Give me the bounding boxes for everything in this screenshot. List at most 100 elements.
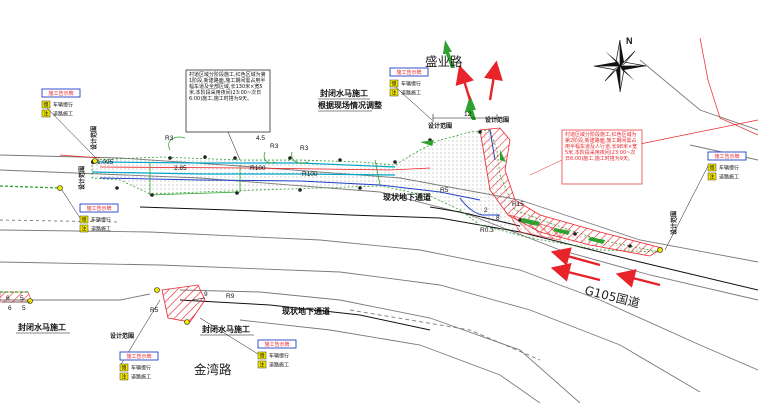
phase2-note-text: 村道区域分阶段施工,红色区域为第2阶段,新建路面,施工期间需占用半幅车道及人行道… xyxy=(565,132,638,162)
phase2-note: 村道区域分阶段施工,红色区域为第2阶段,新建路面,施工期间需占用半幅车道及人行道… xyxy=(529,129,643,185)
dim-label: 12 xyxy=(464,111,472,118)
construction-signboard: 施工告示牌慢车辆慢行注道路施工 xyxy=(61,189,119,233)
signboard-row-icon xyxy=(79,215,89,224)
signboards: 施工告示牌慢车辆慢行注道路施工施工告示牌慢车辆慢行注道路施工施工告示牌慢车辆慢行… xyxy=(41,67,747,381)
dim-label: 9 xyxy=(204,291,208,298)
signboard-row-text: 车辆慢行 xyxy=(719,165,739,172)
range-label: 设计范围 xyxy=(428,122,452,130)
signboard-leader xyxy=(41,102,97,159)
dim-label: 1.095 xyxy=(97,159,114,166)
label-barrier-1: 封闭水马施工 xyxy=(320,88,368,98)
label-barrier-2: 封闭水马施工 xyxy=(18,322,66,332)
phase1-note-text: 村道区域分阶段施工,红色区域为第1阶段,新建路面,施工期间需占用半幅车道及全部区… xyxy=(189,72,266,102)
signboard-title: 施工告示牌 xyxy=(264,341,289,348)
signboard-row-text: 车辆慢行 xyxy=(269,353,289,360)
centerline-red xyxy=(59,154,431,171)
dim-label: 5 xyxy=(20,295,24,302)
signboard-title: 施工告示牌 xyxy=(126,353,151,360)
signboard-row-icon xyxy=(119,363,129,372)
compass-icon: N xyxy=(593,36,647,93)
signboard-row-text: 道路施工 xyxy=(91,226,111,233)
construction-signboard: 施工告示牌慢车辆慢行注道路施工 xyxy=(199,317,297,369)
signboard-row-icon xyxy=(707,172,717,181)
dim-label: R9 xyxy=(226,293,235,300)
dim-brackets xyxy=(2,114,498,303)
label-underground-2: 现状地下通道 xyxy=(282,306,330,316)
signboard-row-prefix: 慢 xyxy=(259,353,264,360)
signboard-row-icon xyxy=(257,351,267,360)
signboard-row-text: 道路施工 xyxy=(131,374,151,381)
dim-label: R3 xyxy=(165,135,174,142)
signboard-row-text: 车辆慢行 xyxy=(401,81,421,88)
signboard-header xyxy=(41,88,81,98)
signboard-row-icon xyxy=(707,163,717,172)
dim-label: R0.3 xyxy=(480,227,494,234)
dim-label: R5 xyxy=(150,307,159,314)
dim-label: R100 xyxy=(302,171,318,178)
construction-signboard: 施工告示牌慢车辆慢行注道路施工 xyxy=(119,299,161,381)
phase2-patch-bottom xyxy=(161,284,206,323)
construction-signboard: 施工告示牌慢车辆慢行注道路施工 xyxy=(664,151,747,251)
signboard-row-text: 车辆慢行 xyxy=(131,365,151,372)
signboard-title: 施工告示牌 xyxy=(86,205,111,212)
signboard-leader xyxy=(199,317,259,355)
signboard-row-prefix: 注 xyxy=(43,111,48,118)
dim-label: 5 xyxy=(22,305,26,312)
signboard-row-icon xyxy=(41,100,51,109)
range-labels: 设计范围 设计范围 设计范围 设计范围 设计范围 设计范围 xyxy=(78,116,678,340)
construction-signboard: 施工告示牌慢车辆慢行注道路施工 xyxy=(389,67,433,121)
signboard-header xyxy=(79,203,119,213)
dim-label: R5 xyxy=(440,187,449,194)
phase1-note: 村道区域分阶段施工,红色区域为第1阶段,新建路面,施工期间需占用半幅车道及全部区… xyxy=(185,69,271,161)
green-outline xyxy=(149,136,381,196)
lane-bands xyxy=(91,161,396,176)
signboard-row-prefix: 注 xyxy=(259,362,264,369)
label-barrier-1-sub: 根据现场情况调整 xyxy=(318,100,382,110)
signboard-row-icon xyxy=(389,88,399,97)
signboard-row-prefix: 慢 xyxy=(121,365,126,372)
signboard-row-prefix: 慢 xyxy=(709,165,714,172)
left-barrier xyxy=(0,185,61,293)
signboard-header xyxy=(389,67,429,77)
signboard-row-prefix: 注 xyxy=(391,90,396,97)
dim-label: R3 xyxy=(300,145,309,152)
dim-label: 8 xyxy=(496,215,500,222)
signboard-row-text: 道路施工 xyxy=(53,111,73,118)
road-name-shengye: 盛业路 xyxy=(425,54,463,69)
signboard-row-prefix: 注 xyxy=(709,174,714,181)
dimension-labels: R3 R3 R3 R100 R100 R5 R15 R0.3 R9 R5 1.0… xyxy=(6,111,524,314)
signboard-header xyxy=(707,151,747,161)
signboard-row-prefix: 慢 xyxy=(81,217,86,224)
range-label: 设计范围 xyxy=(110,332,134,340)
signboard-header xyxy=(119,351,159,361)
signboard-row-text: 车辆慢行 xyxy=(53,102,73,109)
signboard-leader xyxy=(389,81,433,121)
label-barrier-3: 封闭水马施工 xyxy=(202,324,250,334)
signboard-row-icon xyxy=(257,360,267,369)
signboard-title: 施工告示牌 xyxy=(396,69,421,76)
signboard-leader xyxy=(61,189,81,219)
signboard-title: 施工告示牌 xyxy=(48,90,73,97)
signboard-row-icon xyxy=(79,224,89,233)
signboard-row-prefix: 注 xyxy=(121,374,126,381)
signboard-row-icon xyxy=(119,372,129,381)
range-label: 设计范围 xyxy=(78,166,86,190)
road-name-g105: G105国道 xyxy=(583,283,641,310)
road-name-jinwan: 金湾路 xyxy=(194,362,232,377)
barrier-markers xyxy=(27,130,663,325)
signboard-leader xyxy=(664,165,709,251)
green-arrows xyxy=(420,40,605,244)
compass-north-label: N xyxy=(626,36,633,46)
signboard-row-icon xyxy=(389,79,399,88)
signboard-row-text: 车辆慢行 xyxy=(91,217,111,224)
signboard-row-text: 道路施工 xyxy=(719,174,739,181)
label-underground-1: 现状地下通道 xyxy=(383,192,431,202)
signboard-title: 施工告示牌 xyxy=(714,153,739,160)
dim-label: R15 xyxy=(512,201,524,208)
underground-passage-lines xyxy=(139,206,758,331)
signboard-row-icon xyxy=(41,109,51,118)
signboard-row-text: 道路施工 xyxy=(401,90,421,97)
phase2-patch-left xyxy=(0,291,33,303)
signboard-row-text: 道路施工 xyxy=(269,362,289,369)
